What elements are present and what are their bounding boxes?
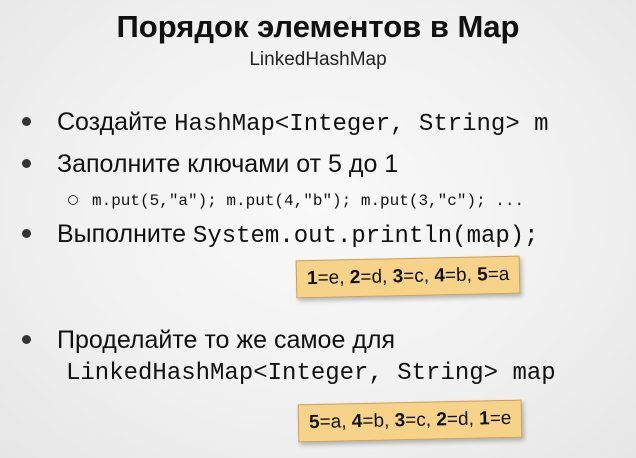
note-key: 3 <box>394 410 406 432</box>
bullet-dot-icon <box>22 228 31 238</box>
note-key: 3 <box>392 266 404 288</box>
bullet-text: Заполните ключами от 5 до 1 <box>57 150 399 178</box>
note-value: =b, <box>444 264 478 287</box>
output-note-linkedhashmap: 5=a, 4=b, 3=c, 2=d, 1=e <box>297 399 523 443</box>
slide-subtitle: LinkedHashMap <box>249 49 387 70</box>
bullet-linked-hashmap: Проделайте то же самое для <box>22 324 395 356</box>
bullet-text: Создайте <box>57 108 175 136</box>
bullet-code: System.out.println(map); <box>192 223 539 250</box>
note-key: 5 <box>476 264 488 286</box>
note-key: 2 <box>436 409 448 431</box>
bullet-print-map: Выполните System.out.println(map); <box>22 218 539 253</box>
bullet-text: Проделайте то же самое для <box>57 326 396 354</box>
note-key: 5 <box>308 411 320 434</box>
note-key: 1 <box>306 267 318 290</box>
sub-bullet-ring-icon <box>68 194 78 205</box>
bullet-text: Выполните <box>57 220 193 248</box>
bullet-linked-hashmap-code: LinkedHashMap<Integer, String> map <box>66 360 556 387</box>
note-value: =c, <box>402 265 435 288</box>
note-key: 1 <box>478 408 490 430</box>
bullet-create-hashmap: Создайте HashMap<Integer, String> m <box>22 106 549 141</box>
note-value: =e <box>489 407 512 430</box>
note-value: =a, <box>319 411 353 433</box>
sub-bullet-put-calls: m.put(5,"a"); m.put(4,"b"); m.put(3,"c")… <box>68 190 524 212</box>
slide-title: Порядок элементов в Map <box>116 9 520 44</box>
note-value: =e, <box>317 267 351 289</box>
bullet-dot-icon <box>22 116 31 126</box>
note-value: =a <box>487 263 510 286</box>
bullet-code: HashMap<Integer, String> m <box>174 111 549 138</box>
note-value: =b, <box>362 410 395 432</box>
sub-bullet-code: m.put(5,"a"); m.put(4,"b"); m.put(3,"c")… <box>92 192 525 210</box>
bullet-fill-keys: Заполните ключами от 5 до 1 <box>22 148 398 180</box>
note-key: 4 <box>434 265 446 287</box>
note-value: =d, <box>360 266 393 288</box>
bullet-dot-icon <box>22 158 31 168</box>
bullet-dot-icon <box>22 334 31 344</box>
note-value: =c, <box>404 409 437 432</box>
output-note-hashmap: 1=e, 2=d, 3=c, 4=b, 5=a <box>295 255 521 299</box>
note-value: =d, <box>446 408 480 431</box>
